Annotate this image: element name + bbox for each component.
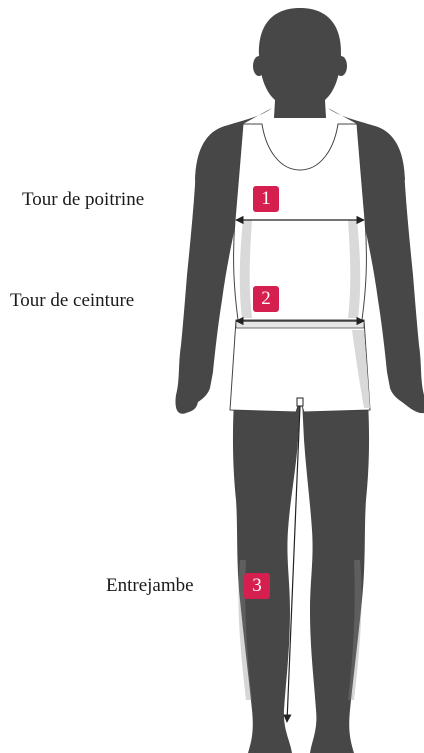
waist-label: Tour de ceinture [10,291,134,310]
inseam-start-marker [297,398,303,406]
waist-badge: 2 [253,286,279,312]
inseam-label: Entrejambe [106,576,194,595]
chest-badge: 1 [253,186,279,212]
chest-label: Tour de poitrine [22,190,144,209]
inseam-badge: 3 [244,573,270,599]
